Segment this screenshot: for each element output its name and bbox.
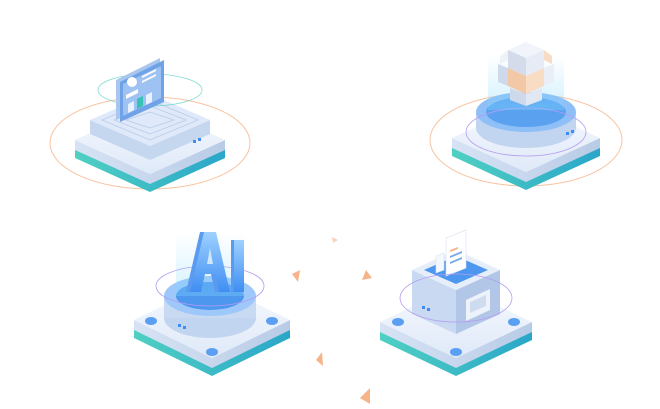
corner-knobs xyxy=(392,318,520,356)
platform-profile-card xyxy=(49,58,251,192)
triangle-accent xyxy=(332,237,338,243)
platform-cubes xyxy=(429,42,623,190)
triangle-accent xyxy=(362,270,372,280)
triangle-accent xyxy=(360,388,370,404)
corner-knobs xyxy=(145,317,278,356)
platform-documents xyxy=(380,229,532,376)
triangle-accent xyxy=(292,270,300,282)
halo-ring xyxy=(399,273,513,323)
decorative-triangles xyxy=(292,237,372,404)
platform-side xyxy=(75,140,225,184)
led-indicator xyxy=(183,326,186,329)
led-indicator xyxy=(198,138,201,141)
user-profile-card-icon xyxy=(116,58,164,122)
triangle-accent xyxy=(316,352,323,366)
platform-side xyxy=(134,320,290,368)
led-indicator xyxy=(566,132,569,135)
block-side xyxy=(90,120,210,160)
ai-letters-icon: AI xyxy=(186,232,244,292)
glowing-cubes-icon xyxy=(498,42,554,106)
platform-side xyxy=(452,138,600,182)
platform-ai: AI xyxy=(134,232,290,376)
led-indicator xyxy=(193,140,196,143)
led-indicator xyxy=(571,130,574,133)
platform-side xyxy=(380,322,532,368)
led-indicator xyxy=(178,324,181,327)
document-box-icon xyxy=(412,229,500,334)
